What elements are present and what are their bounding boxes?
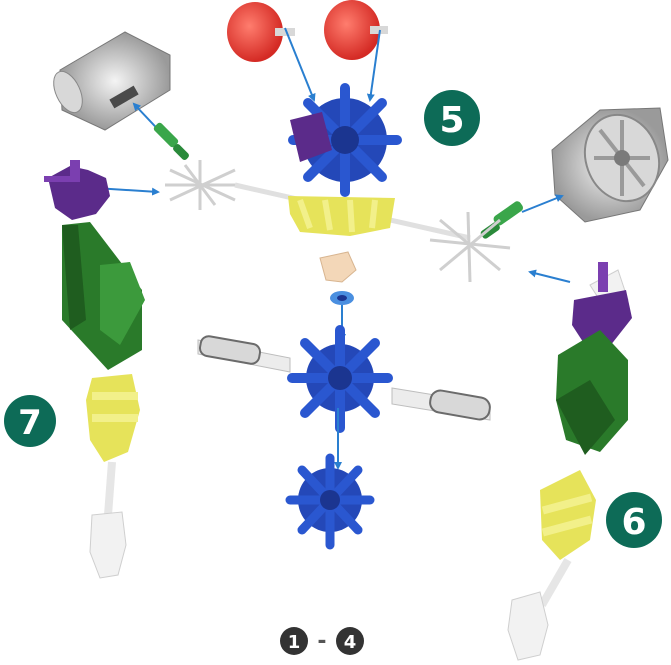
white-rod-right: [392, 388, 491, 421]
step-range-start-number: 1: [288, 632, 301, 653]
tire-right: [552, 104, 671, 222]
step-range-end-number: 4: [344, 632, 357, 653]
step-badge-6: 6: [606, 492, 662, 548]
yellow-connector-center: [288, 196, 395, 236]
arrow-to-tire-right: [522, 196, 562, 212]
step-number-5: 5: [439, 100, 464, 141]
tire-top-left: [48, 32, 170, 130]
blue-connector-middle: [292, 330, 388, 428]
arrow-red-left-down: [285, 28, 314, 100]
blue-connector-top: [290, 88, 397, 192]
step-number-6: 6: [621, 502, 646, 543]
blue-connector-bottom: [290, 458, 370, 545]
step-number-7: 7: [18, 403, 42, 443]
step-range-separator: -: [317, 629, 326, 654]
white-connector-left: [165, 160, 240, 210]
step-badge-7: 7: [4, 395, 56, 447]
right-arm-assembly: [508, 262, 632, 660]
white-rod-left: [198, 335, 290, 372]
white-connector-right: [430, 212, 510, 282]
step-range-end: 4: [336, 627, 364, 655]
green-clip-left: [153, 122, 191, 162]
step-range-start: 1: [280, 627, 308, 655]
red-cap-right: [324, 0, 388, 60]
blue-spacer: [330, 291, 354, 305]
left-arm-assembly: [44, 160, 145, 578]
arrow-into-white-connector-right: [530, 272, 570, 282]
step-badge-5: 5: [424, 90, 480, 146]
green-clip-right: [480, 200, 525, 240]
step-range: 1 - 4: [280, 627, 364, 655]
red-cap-left: [227, 2, 295, 62]
beige-clip: [320, 252, 356, 282]
